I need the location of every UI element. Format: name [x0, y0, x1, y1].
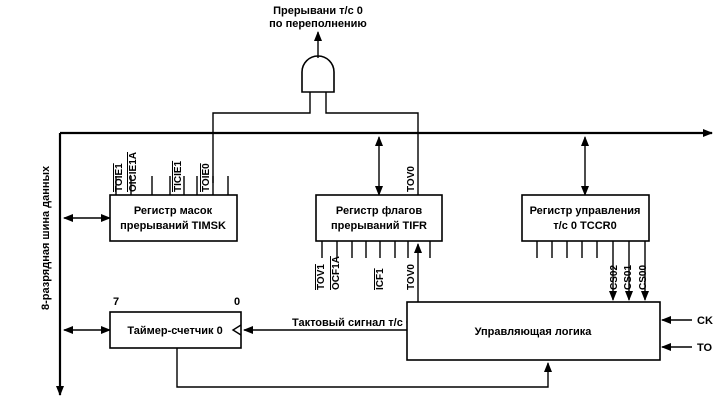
control-logic: Управляющая логика [406, 301, 661, 361]
data-bus [56, 129, 713, 396]
svg-text:Таймер-счетчик 0: Таймер-счетчик 0 [127, 325, 222, 337]
svg-text:Управляющая логика: Управляющая логика [475, 326, 593, 338]
bit-tov1: TOV1 [316, 264, 327, 290]
and-gate [212, 31, 419, 195]
bit-tov0-bottom: TOV0 [406, 264, 417, 290]
input-ck: CK [697, 315, 713, 327]
tccr0-register: Регистр управления т/с 0 TCCR0 CS02 CS01… [521, 194, 650, 301]
interrupt-label-line2: по переполнению [269, 18, 367, 30]
bit-tov0-top: TOV0 [406, 166, 417, 192]
bit-cs00: CS00 [638, 265, 649, 290]
svg-text:Регистр управления: Регистр управления [530, 205, 641, 217]
bit-cs02: CS02 [609, 265, 620, 290]
bit-icf1: ICF1 [375, 268, 386, 290]
clock-label: Тактовый сигнал т/с 0 [292, 317, 412, 329]
bit-toie1: TOIE1 [114, 163, 125, 192]
bit-ocie1a: OICIE1A [128, 152, 139, 192]
svg-text:Регистр флагов: Регистр флагов [336, 205, 422, 217]
bit-ticie1: TICIE1 [173, 160, 184, 192]
counter-msb: 7 [113, 296, 119, 308]
timer-counter: 7 0 Таймер-счетчик 0 [109, 296, 242, 349]
interrupt-label-line1: Прерывани т/с 0 [273, 5, 363, 17]
svg-text:прерываний TIMSK: прерываний TIMSK [120, 220, 226, 232]
svg-text:т/с 0 TCCR0: т/с 0 TCCR0 [553, 220, 616, 232]
svg-text:прерываний TIFR: прерываний TIFR [331, 220, 427, 232]
tifr-register: Регистр флагов прерываний TIFR TOV0 TOV1… [315, 166, 443, 290]
counter-feedback-line [176, 348, 552, 388]
bit-ocf1a: OCF1A [331, 256, 342, 290]
bus-label: 8-разрядная шина данных [40, 165, 52, 310]
input-to: TO [697, 342, 713, 354]
bit-toie0: TOIE0 [201, 163, 212, 192]
timsk-register: Регистр масок прерываний TIMSK TOIE1 OIC… [109, 152, 238, 242]
svg-text:Регистр масок: Регистр масок [134, 205, 213, 217]
counter-lsb: 0 [234, 296, 240, 308]
